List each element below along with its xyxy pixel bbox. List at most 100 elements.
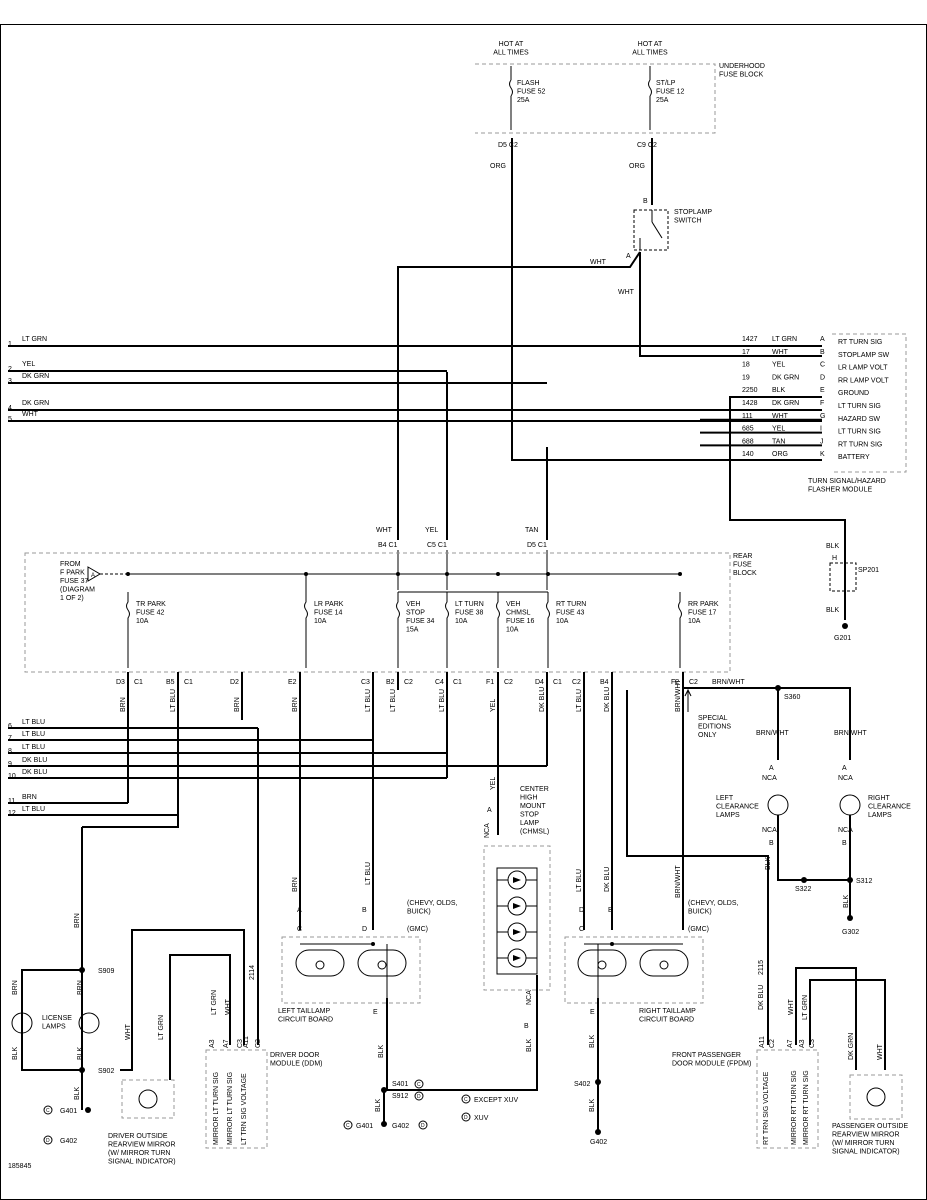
flasher-color-E: BLK bbox=[772, 387, 786, 394]
rear-output-conn-11: F2 bbox=[671, 679, 679, 686]
legend-c-circ: C bbox=[464, 1097, 468, 1103]
s902-label: S902 bbox=[98, 1068, 114, 1075]
left-clr-brn-wht: BRN/WHT bbox=[756, 730, 789, 737]
flasher-color-K: ORG bbox=[772, 451, 788, 458]
flasher-color-B: WHT bbox=[772, 349, 789, 356]
g401-circ: C bbox=[46, 1108, 50, 1114]
flash-connector-label: D5 C2 bbox=[498, 142, 518, 149]
right-clr-pin-b: B bbox=[842, 840, 847, 847]
flasher-func-B: STOPLAMP SW bbox=[838, 352, 889, 359]
rear-output-color-7: YEL bbox=[490, 699, 497, 712]
sp201-label: SP201 bbox=[858, 567, 879, 574]
right-clr-brn-wht: BRN/WHT bbox=[834, 730, 867, 737]
rear-output-conn-3: E2 bbox=[288, 679, 297, 686]
flasher-func-G: HAZARD SW bbox=[838, 416, 880, 423]
rear-input-color-2: TAN bbox=[525, 527, 538, 534]
rear-output-c-6: C1 bbox=[453, 679, 462, 686]
chmsl-blk: BLK bbox=[526, 1038, 533, 1052]
flasher-pin-F: F bbox=[820, 400, 824, 407]
rear-output-color-11: BRN/WHT bbox=[675, 679, 682, 712]
chmsl-pin-a: A bbox=[487, 807, 492, 814]
fpdm-func-3: MIRROR RT TURN SIG bbox=[803, 1070, 810, 1145]
ddm-func-0: MIRROR LT TURN SIG bbox=[213, 1072, 220, 1145]
stoplamp-pin-a: A bbox=[626, 253, 631, 260]
fpdm-func-0: RT TRN SIG VOLTAGE bbox=[763, 1071, 770, 1145]
ddm-pin-A7: A7 bbox=[223, 1039, 230, 1048]
rear-output-c-8: C1 bbox=[553, 679, 562, 686]
ddm-pin-C3: C3 bbox=[237, 1039, 244, 1048]
g302-blk: BLK bbox=[843, 894, 850, 908]
sp201-pin-h: H bbox=[832, 555, 837, 562]
ddm-pin-A11: A11 bbox=[243, 1036, 250, 1048]
rear-output-conn-10: B4 bbox=[600, 679, 609, 686]
flasher-func-D: RR LAMP VOLT bbox=[838, 377, 889, 384]
fpdm-func-2: MIRROR RT TURN SIG bbox=[791, 1070, 798, 1145]
ddm-func-1: MIRROR LT TURN SIG bbox=[227, 1072, 234, 1145]
lt-tail-pin-d: D bbox=[362, 926, 367, 933]
flasher-ground-wire bbox=[729, 396, 846, 540]
flasher-func-I: LT TURN SIG bbox=[838, 429, 881, 436]
g401-label-center: G401 bbox=[356, 1123, 373, 1130]
license-r-brn: BRN bbox=[77, 980, 84, 995]
flasher-circuit-D: 19 bbox=[742, 374, 750, 381]
left-bus-num-2: 7 bbox=[8, 735, 12, 742]
rear-output-conn-9: C2 bbox=[572, 679, 581, 686]
right-clr-pin-a: A bbox=[842, 765, 847, 772]
lt-tail-brn: BRN bbox=[292, 877, 299, 892]
left-bus-color-7: LT BLU bbox=[22, 806, 45, 813]
left-bus-color-5: DK BLU bbox=[22, 769, 47, 776]
left-bus-num-5: 10 bbox=[8, 773, 16, 780]
rear-output-conn-1: B5 bbox=[166, 679, 175, 686]
rear-output-color-9: LT BLU bbox=[576, 689, 583, 712]
veh-stop-wire bbox=[397, 251, 641, 540]
rt-tail-pin-e: E bbox=[590, 1009, 595, 1016]
flasher-color-A: LT GRN bbox=[772, 336, 797, 343]
rear-input-conn-2: D5 C1 bbox=[527, 542, 547, 549]
flasher-pin-D: D bbox=[820, 374, 825, 381]
left-wire-num-3: 3 bbox=[8, 378, 12, 385]
chmsl-nca-top: NCA bbox=[484, 823, 491, 838]
flasher-color-D: DK GRN bbox=[772, 374, 799, 381]
stoplamp-pin-b: B bbox=[643, 198, 648, 205]
sp201-blk-bottom: BLK bbox=[826, 607, 840, 614]
flasher-circuit-G: 111 bbox=[742, 413, 753, 420]
left-bus-color-2: LT BLU bbox=[22, 731, 45, 738]
g302-label: G302 bbox=[842, 929, 859, 936]
chmsl-yel: YEL bbox=[490, 777, 497, 790]
left-wire-color-3: DK GRN bbox=[22, 373, 49, 380]
passenger-door-module: DK BLU 2115 WHT LT GRN DK GRN WHT A11RT … bbox=[626, 690, 908, 1156]
legend-d-circ: D bbox=[464, 1115, 468, 1121]
s912-circ: D bbox=[417, 1094, 421, 1100]
flasher-pin-J: J bbox=[820, 438, 824, 445]
g402b-circ: D bbox=[421, 1123, 425, 1129]
lt-tail-gmc: (GMC) bbox=[407, 926, 428, 933]
flasher-circuit-I: 685 bbox=[742, 426, 754, 433]
flasher-circuit-A: 1427 bbox=[742, 336, 758, 343]
left-wire-color-2: YEL bbox=[22, 361, 35, 368]
wire-2115-label: 2115 bbox=[758, 960, 765, 975]
g402-label-left: G402 bbox=[60, 1138, 77, 1145]
from-f-park-pin: A bbox=[91, 573, 95, 579]
fpdm-pin-A3-3: A3 bbox=[799, 1039, 806, 1048]
s402-label: S402 bbox=[574, 1081, 590, 1088]
left-bus-num-7: 12 bbox=[8, 810, 16, 817]
rt-tail-pin-c: C bbox=[579, 926, 584, 933]
rear-output-c-7: C2 bbox=[504, 679, 513, 686]
rear-input-conn-0: B4 C1 bbox=[378, 542, 398, 549]
rear-output-c-11: C2 bbox=[689, 679, 698, 686]
